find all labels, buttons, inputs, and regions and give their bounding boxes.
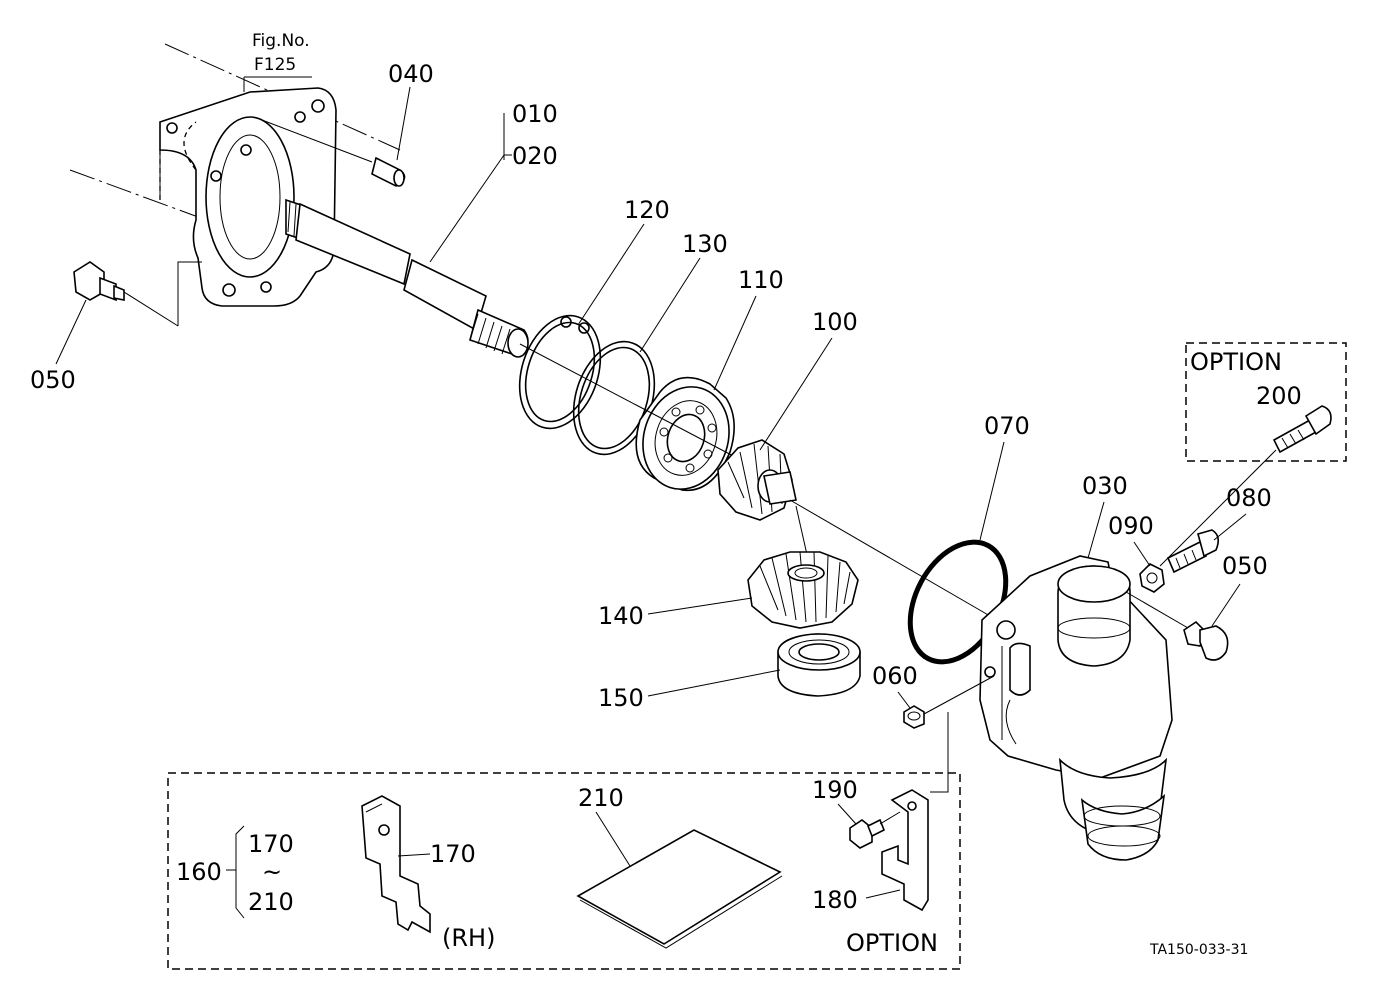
label-090: 090: [1108, 512, 1154, 540]
nut-090: [1139, 563, 1165, 593]
bevel-pinion-100: [717, 439, 797, 521]
fig-no-value: F125: [254, 55, 296, 75]
option-box-bottom: [167, 772, 961, 970]
label-040: 040: [388, 60, 434, 88]
snap-ring-120: [518, 314, 602, 430]
label-030: 030: [1082, 472, 1128, 500]
label-140: 140: [598, 602, 644, 630]
label-210: 210: [578, 784, 624, 812]
label-170: 170: [430, 840, 476, 868]
bevel-gear-140: [747, 551, 859, 629]
label-080: 080: [1226, 484, 1272, 512]
bracket-180: [881, 789, 929, 912]
label-130: 130: [682, 230, 728, 258]
label-190: 190: [812, 776, 858, 804]
bolt-200: [1272, 405, 1332, 454]
axle-housing: [69, 43, 401, 307]
label-060: 060: [872, 662, 918, 690]
set-bracket: [235, 825, 245, 919]
label-100: 100: [812, 308, 858, 336]
pin-040: [261, 119, 406, 187]
label-050-left: 050: [30, 366, 76, 394]
label-070: 070: [984, 412, 1030, 440]
plug-050-right: [1125, 591, 1229, 661]
shaft-010: [285, 198, 529, 358]
label-150: 150: [598, 684, 644, 712]
label-020: 020: [512, 142, 558, 170]
bracket-170: [361, 795, 431, 934]
bolt-050-left: [73, 261, 202, 327]
bolt-190: [849, 811, 901, 849]
option-top-label: OPTION: [1190, 348, 1282, 376]
range-tilde: ~: [262, 858, 282, 886]
label-160: 160: [176, 858, 222, 886]
label-110: 110: [738, 266, 784, 294]
instruction-sheet-210: [576, 829, 783, 949]
fig-no-label: Fig.No.: [252, 31, 310, 51]
label-200: 200: [1256, 382, 1302, 410]
plug-060: [903, 675, 995, 729]
label-120: 120: [624, 196, 670, 224]
label-180: 180: [812, 886, 858, 914]
rh-note: (RH): [442, 924, 495, 952]
bolt-080: [1166, 529, 1220, 574]
option-bottom-label: OPTION: [846, 929, 938, 957]
bearing-110: [635, 376, 735, 492]
label-050-right: 050: [1222, 552, 1268, 580]
drawing-code: TA150-033-31: [1149, 942, 1248, 958]
label-010: 010: [512, 100, 558, 128]
option-box-top: [1185, 342, 1347, 462]
label-170-range: 170: [248, 830, 294, 858]
label-210-range: 210: [248, 888, 294, 916]
bearing-150: [777, 633, 861, 697]
housing-030: [979, 555, 1173, 861]
